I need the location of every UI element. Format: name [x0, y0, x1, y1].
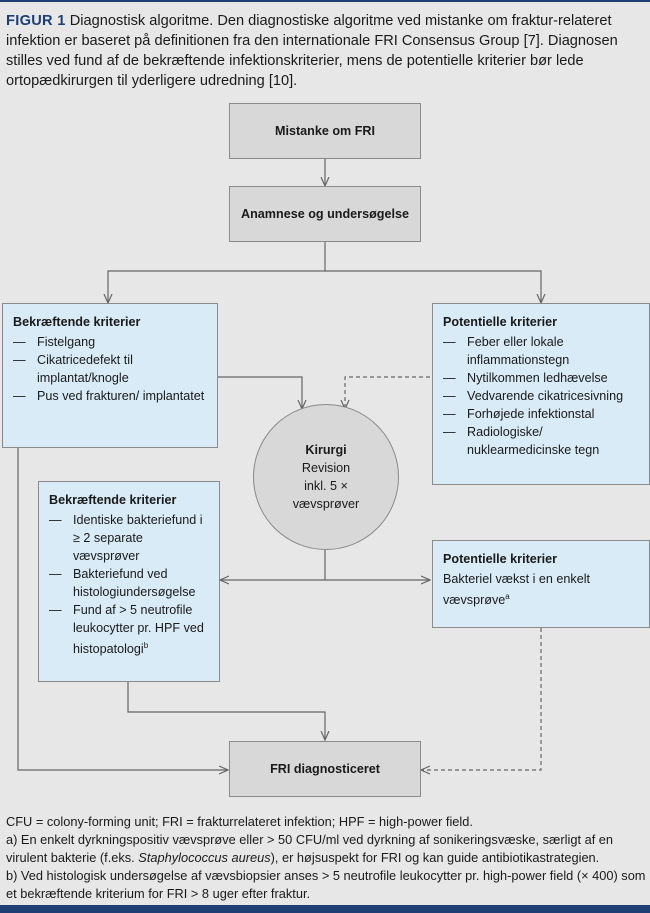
list-item: Pus ved frakturen/ implantatet [13, 387, 207, 405]
footnote-a-text-1: a) En enkelt dyrkningspositiv vævsprøve … [6, 832, 614, 865]
list-item: Radiologiske/ nuklearmedicinske tegn [443, 423, 639, 459]
potential1-list: Feber eller lokale inflammationstegn Nyt… [443, 333, 639, 459]
list-item: Feber eller lokale inflammationstegn [443, 333, 639, 369]
footnote-a-text-2: ), er højsuspekt for FRI og kan guide an… [270, 850, 600, 865]
potential2-text-wrap: Bakteriel vækst i en enkelt vævsprøvea [443, 570, 639, 609]
arrow-potential2-to-diagnosis [421, 628, 542, 770]
arrow-confirm2-to-diagnosis [127, 682, 325, 740]
node-suspicion: Mistanke om FRI [229, 103, 421, 159]
top-rule [0, 0, 650, 2]
node-diagnosed: FRI diagnosticeret [229, 741, 421, 797]
footnote-b: b) Ved histologisk undersøgelse af vævsb… [6, 868, 646, 901]
confirm2-list: Identiske bakteriefund i ≥ 2 separate væ… [49, 511, 209, 658]
arrow-history-to-potential1 [325, 270, 541, 303]
list-item: Fund af > 5 neutrofile leukocytter pr. H… [49, 601, 209, 658]
node-surgery: Kirurgi Revision inkl. 5 × vævsprøver [253, 404, 399, 550]
figure-caption: FIGUR 1 Diagnostisk algoritme. Den diagn… [6, 11, 646, 91]
node-confirm-criteria-2: Bekræftende kriterier Identiske bakterie… [38, 481, 220, 682]
node-confirm-criteria-1: Bekræftende kriterier Fistelgang Cikatri… [2, 303, 218, 448]
list-item: Forhøjede infektionstal [443, 405, 639, 423]
arrow-potential1-to-surgery [345, 376, 430, 409]
surgery-line-3: vævsprøver [292, 497, 360, 511]
node-potential-criteria-2: Potentielle kriterier Bakteriel vækst i … [432, 540, 650, 628]
list-item: Cikatricedefekt til implantat/knogle [13, 351, 207, 387]
arrow-confirm1-to-surgery [218, 376, 302, 409]
caption-text: Diagnostisk algoritme. Den diagnostiske … [6, 13, 618, 89]
arrow-confirm1-to-diagnosis [17, 448, 228, 770]
node-diagnosed-label: FRI diagnosticeret [270, 762, 380, 776]
footnote-abbreviations: CFU = colony-forming unit; FRI = fraktur… [6, 814, 473, 829]
list-item-text: Fund af > 5 neutrofile leukocytter pr. H… [73, 603, 204, 657]
list-item: Identiske bakteriefund i ≥ 2 separate væ… [49, 511, 209, 565]
figure-label: FIGUR 1 [6, 13, 66, 29]
footnote-a-organism: Staphylococcus aureus [138, 850, 271, 865]
list-item: Fistelgang [13, 333, 207, 351]
list-item: Nytilkommen ledhævelse [443, 369, 639, 387]
confirm1-title: Bekræftende kriterier [13, 315, 141, 329]
confirm2-title: Bekræftende kriterier [49, 493, 177, 507]
node-suspicion-label: Mistanke om FRI [274, 124, 376, 138]
potential1-title: Potentielle kriterier [443, 315, 558, 329]
list-item: Bakteriefund ved histologiundersøgelse [49, 565, 209, 601]
arrow-surgery-to-confirm2 [220, 550, 326, 580]
list-item: Vedvarende cikatricesivning [443, 387, 639, 405]
potential2-text: Bakteriel vækst i en enkelt vævsprøve [443, 572, 590, 608]
node-history: Anamnese og undersøgelse [229, 186, 421, 242]
node-history-label: Anamnese og undersøgelse [241, 207, 409, 221]
confirm1-list: Fistelgang Cikatricedefekt til implantat… [13, 333, 207, 405]
footnotes: CFU = colony-forming unit; FRI = fraktur… [6, 813, 648, 903]
bottom-rule [0, 905, 650, 913]
footnote-marker-a: a [505, 592, 510, 601]
potential2-title: Potentielle kriterier [443, 552, 558, 566]
footnote-a: a) En enkelt dyrkningspositiv vævsprøve … [6, 831, 648, 867]
surgery-title: Kirurgi [305, 443, 347, 457]
node-potential-criteria-1: Potentielle kriterier Feber eller lokale… [432, 303, 650, 485]
surgery-line-2: inkl. 5 × [304, 479, 348, 493]
arrow-history-to-confirm1 [108, 242, 326, 303]
footnote-marker-b: b [143, 641, 149, 650]
surgery-line-1: Revision [301, 461, 351, 475]
